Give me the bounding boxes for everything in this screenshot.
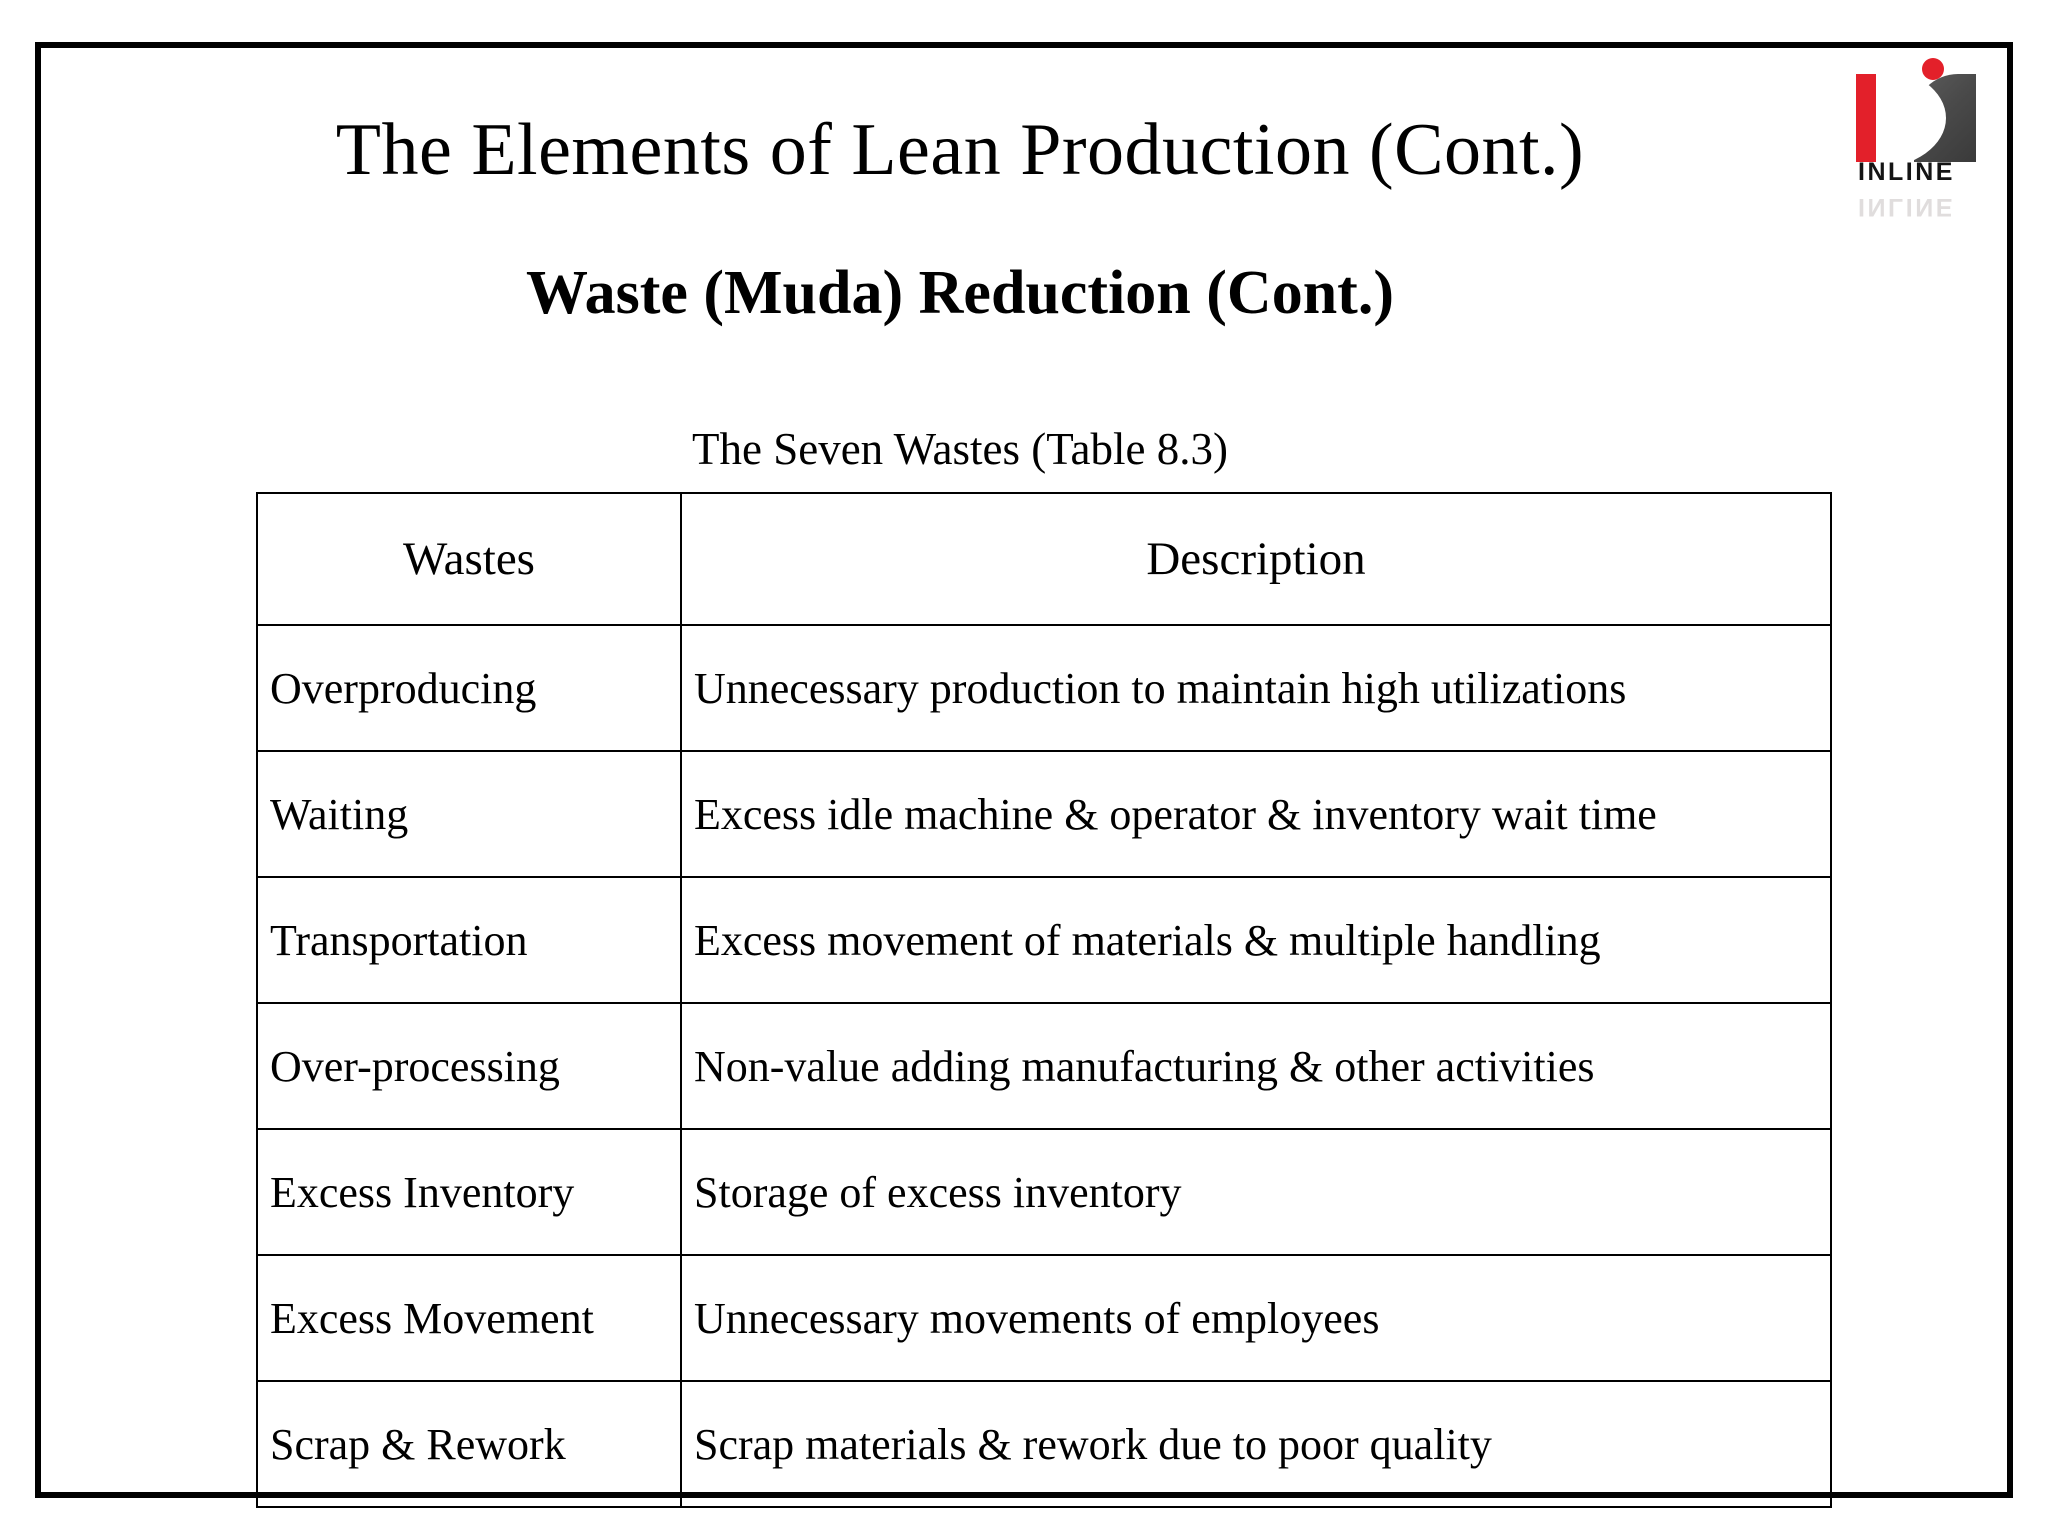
- cell-waste: Scrap & Rework: [256, 1380, 682, 1508]
- logo-red-dot-icon: [1922, 58, 1944, 80]
- table-row: Transportation Excess movement of materi…: [256, 876, 1832, 1004]
- cell-description: Excess movement of materials & multiple …: [680, 876, 1832, 1004]
- table-row: Waiting Excess idle machine & operator &…: [256, 750, 1832, 878]
- cell-description: Scrap materials & rework due to poor qua…: [680, 1380, 1832, 1508]
- cell-description: Non-value adding manufacturing & other a…: [680, 1002, 1832, 1130]
- logo-wordmark: INLINE: [1858, 158, 1955, 186]
- table-row: Scrap & Rework Scrap materials & rework …: [256, 1380, 1832, 1508]
- seven-wastes-table: Wastes Description Overproducing Unneces…: [256, 492, 1832, 1508]
- table-row: Excess Inventory Storage of excess inven…: [256, 1128, 1832, 1256]
- cell-waste: Waiting: [256, 750, 682, 878]
- cell-description: Unnecessary movements of employees: [680, 1254, 1832, 1382]
- table-header-row: Wastes Description: [256, 492, 1832, 626]
- table-body: Overproducing Unnecessary production to …: [256, 624, 1832, 1508]
- column-header-wastes: Wastes: [256, 492, 682, 626]
- cell-waste: Excess Inventory: [256, 1128, 682, 1256]
- table-row: Overproducing Unnecessary production to …: [256, 624, 1832, 752]
- cell-waste: Transportation: [256, 876, 682, 1004]
- table-header: Wastes Description: [256, 492, 1832, 626]
- logo-wordmark-reflection: INLINE: [1858, 193, 1955, 221]
- cell-waste: Over-processing: [256, 1002, 682, 1130]
- cell-description: Storage of excess inventory: [680, 1128, 1832, 1256]
- slide-subtitle: Waste (Muda) Reduction (Cont.): [526, 259, 1394, 327]
- table-caption: The Seven Wastes (Table 8.3): [692, 424, 1228, 474]
- table-row: Over-processing Non-value adding manufac…: [256, 1002, 1832, 1130]
- cell-waste: Overproducing: [256, 624, 682, 752]
- cell-description: Excess idle machine & operator & invento…: [680, 750, 1832, 878]
- cell-waste: Excess Movement: [256, 1254, 682, 1382]
- table-row: Excess Movement Unnecessary movements of…: [256, 1254, 1832, 1382]
- inline-logo: INLINE INLINE: [1838, 52, 2006, 242]
- cell-description: Unnecessary production to maintain high …: [680, 624, 1832, 752]
- column-header-description: Description: [680, 492, 1832, 626]
- slide-title: The Elements of Lean Production (Cont.): [335, 109, 1585, 191]
